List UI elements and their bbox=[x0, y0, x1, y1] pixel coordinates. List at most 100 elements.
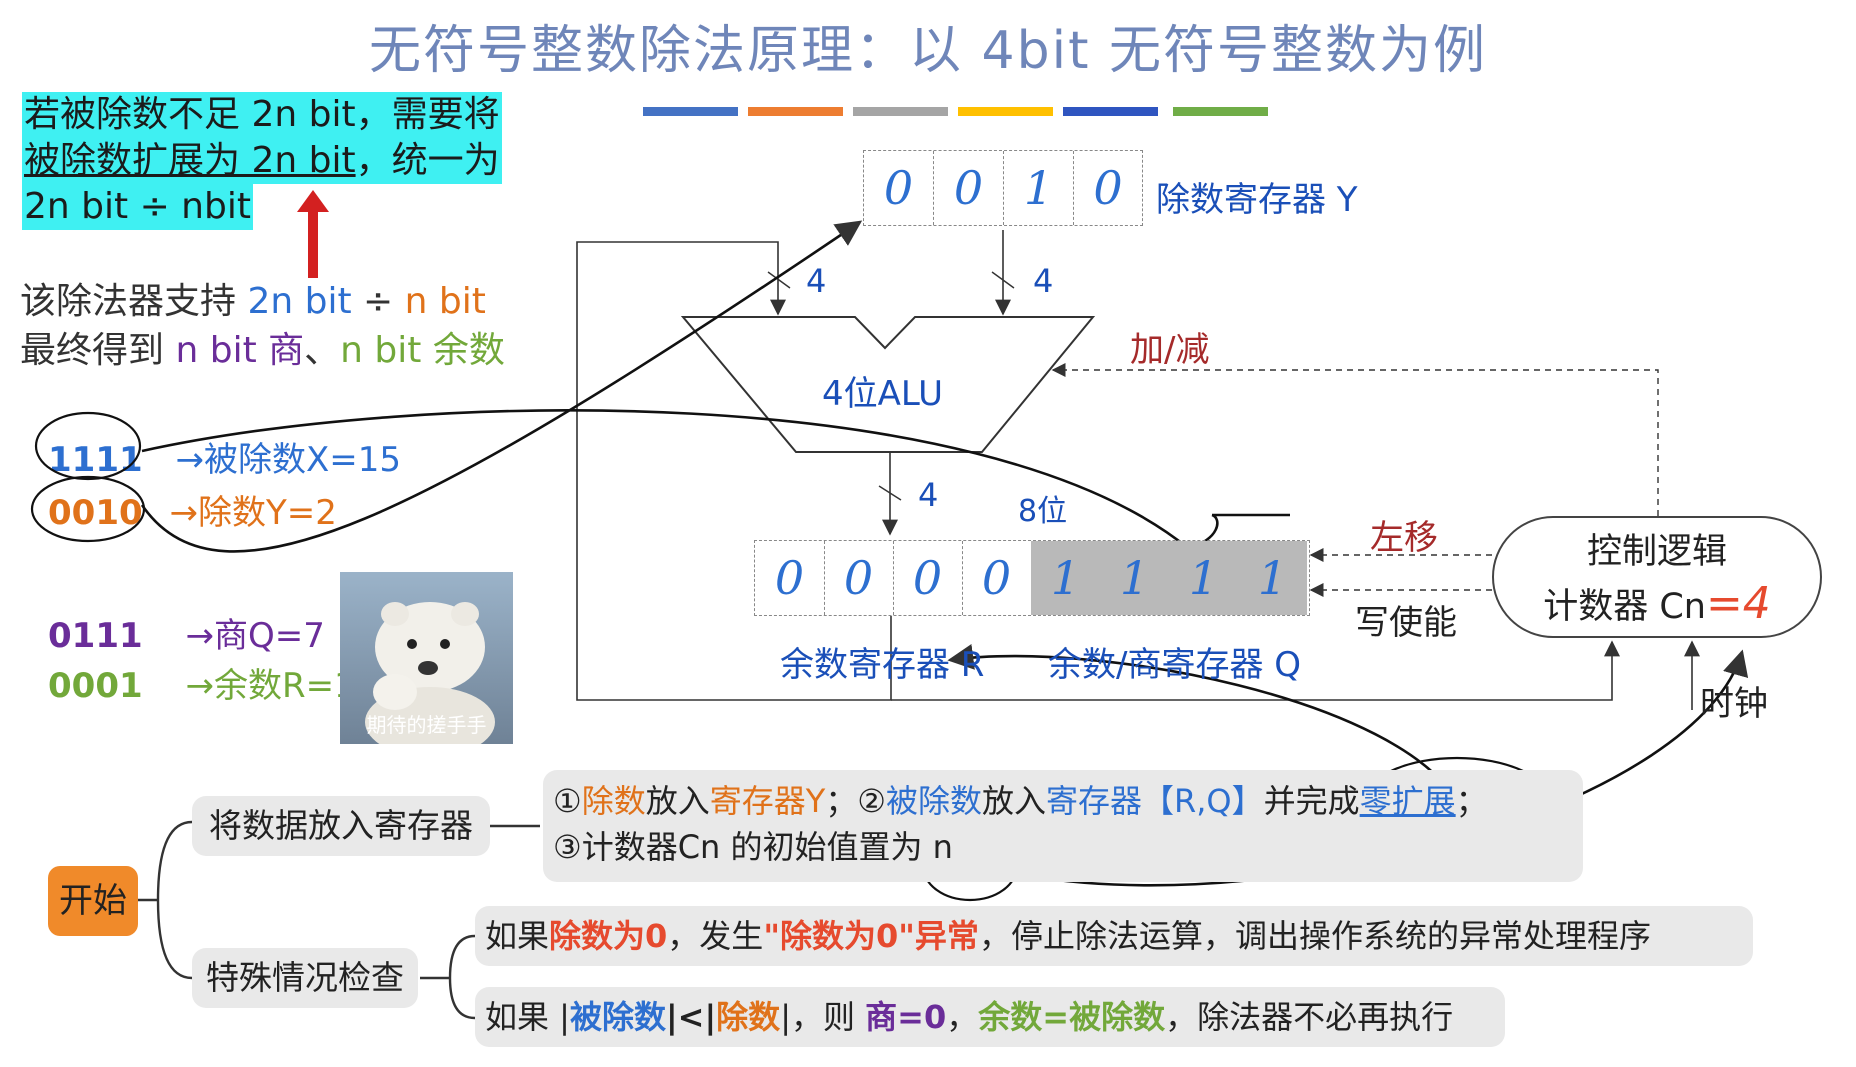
check-dividend-less: 如果 |被除数|<|除数|，则 商=0，余数=被除数，除法器不必再执行 bbox=[475, 987, 1505, 1047]
page-title: 无符号整数除法原理：以 4bit 无符号整数为例 bbox=[369, 21, 1487, 81]
color-bar-darkblue bbox=[1063, 107, 1158, 116]
example-dividend: 1111 →被除数X=15 bbox=[48, 432, 401, 481]
write-enable-label: 写使能 bbox=[1355, 603, 1457, 643]
support-result-prefix: 最终得到 bbox=[20, 330, 176, 371]
y-cell-0: 0 bbox=[864, 151, 934, 225]
check1-if: 如果 bbox=[485, 917, 550, 955]
y-cell-1: 0 bbox=[934, 151, 1004, 225]
r-cell-2: 0 bbox=[893, 541, 963, 615]
annotation-circle-divisor bbox=[30, 475, 146, 543]
annotation-curve-rq bbox=[947, 644, 1459, 803]
q-cell-1: 1 bbox=[1100, 541, 1170, 615]
start-node: 开始 bbox=[48, 866, 138, 936]
alu-in-width-right: 4 bbox=[1033, 262, 1054, 300]
support-2n-bit: 2n bit bbox=[247, 281, 352, 322]
check2-quotient-zero: 商=0 bbox=[865, 998, 947, 1036]
r-cell-0: 0 bbox=[755, 541, 825, 615]
load-put: 放入 bbox=[645, 782, 710, 820]
load-complete: 并完成 bbox=[1263, 782, 1360, 820]
check1-exception: "除数为0"异常 bbox=[763, 917, 979, 955]
divisor-register-label: 除数寄存器 Y bbox=[1156, 180, 1358, 220]
alu-out-width: 4 bbox=[918, 476, 939, 514]
polar-bear-meme-image: 期待的搓手手 bbox=[340, 572, 513, 757]
check-divisor-zero: 如果除数为0，发生"除数为0"异常，停止除法运算，调出操作系统的异常处理程序 bbox=[475, 906, 1753, 966]
support-div-op: ÷ bbox=[351, 281, 405, 322]
load-zero-extend: 零扩展 bbox=[1359, 782, 1456, 820]
rq-register: 0 0 0 0 1 1 1 1 bbox=[754, 540, 1310, 616]
step-load-detail: ①除数放入寄存器Y；②被除数放入寄存器【R,Q】并完成零扩展； ③计数器Cn 的… bbox=[543, 770, 1583, 882]
check1-action: ，停止除法运算，调出操作系统的异常处理程序 bbox=[978, 917, 1651, 955]
annotation-curve-divisor bbox=[140, 220, 863, 553]
color-bar-blue bbox=[643, 107, 738, 116]
load-num-1: ① bbox=[553, 782, 582, 820]
load-dividend: 被除数 bbox=[885, 782, 982, 820]
divisor-desc: →除数Y=2 bbox=[169, 493, 337, 533]
polar-bear-illustration bbox=[365, 602, 495, 757]
check2-comma: ， bbox=[946, 998, 979, 1036]
load-put-2: 放入 bbox=[982, 782, 1047, 820]
load-num-2: ；② bbox=[825, 782, 886, 820]
example-quotient: 0111 →商Q=7 bbox=[48, 608, 325, 657]
r-cell-1: 0 bbox=[824, 541, 894, 615]
annotation-circle-dividend bbox=[34, 411, 142, 481]
alu-label: 4位ALU bbox=[822, 374, 944, 414]
load-end: ； bbox=[1455, 782, 1488, 820]
bus-slash-left bbox=[767, 271, 791, 289]
check2-dividend: 被除数 bbox=[569, 998, 666, 1036]
remainder-register-label: 余数寄存器 R bbox=[780, 645, 985, 685]
wire-to-control bbox=[891, 640, 1620, 701]
note-line-2b: ，统一为 bbox=[355, 140, 500, 181]
counter-value: =4 bbox=[1705, 578, 1771, 629]
note-line-1: 若被除数不足 2n bit，需要将 bbox=[22, 92, 502, 138]
dividend-bits: 1111 bbox=[48, 440, 143, 480]
add-sub-label: 加/减 bbox=[1130, 330, 1210, 370]
check2-then: |，则 bbox=[780, 998, 866, 1036]
note-line-2a: 被除数扩展为 2n bit bbox=[24, 140, 356, 181]
clock-label: 时钟 bbox=[1700, 684, 1768, 724]
shift-left-label: 左移 bbox=[1370, 518, 1438, 558]
color-bar-yellow bbox=[958, 107, 1053, 116]
quotient-bits: 0111 bbox=[48, 616, 143, 656]
support-prefix: 该除法器支持 bbox=[20, 281, 248, 322]
divisor-register-y: 0 0 1 0 bbox=[863, 150, 1143, 226]
quotient-desc: →商Q=7 bbox=[185, 616, 325, 656]
load-reg-rq: 寄存器【R,Q】 bbox=[1046, 782, 1264, 820]
flow-bracket-check bbox=[420, 934, 476, 1020]
step-special-check: 特殊情况检查 bbox=[192, 948, 418, 1008]
wire-r-feedback bbox=[576, 241, 892, 701]
check2-divisor: 除数 bbox=[716, 998, 781, 1036]
bus-slash-out bbox=[878, 485, 902, 501]
wire-add-sub bbox=[1051, 363, 1659, 516]
check2-lt: |<| bbox=[665, 998, 717, 1036]
control-logic-unit: 控制逻辑 计数器 Cn=4 bbox=[1492, 516, 1822, 638]
divisor-bits: 0010 bbox=[48, 493, 143, 533]
alu-shape bbox=[680, 316, 1096, 453]
y-cell-2: 1 bbox=[1004, 151, 1074, 225]
extension-note: 若被除数不足 2n bit，需要将 被除数扩展为 2n bit，统一为 2n b… bbox=[22, 92, 502, 230]
check2-end: ，除法器不必再执行 bbox=[1165, 998, 1454, 1036]
example-remainder: 0001 →余数R=1 bbox=[48, 658, 356, 707]
step-load-registers: 将数据放入寄存器 bbox=[192, 796, 490, 856]
support-remainder: n bit 余数 bbox=[340, 330, 505, 371]
remainder-bits: 0001 bbox=[48, 666, 143, 706]
q-cell-2: 1 bbox=[1169, 541, 1239, 615]
support-n-bit: n bit bbox=[404, 281, 486, 322]
flow-bracket-main bbox=[138, 820, 193, 980]
quotient-register-label: 余数/商寄存器 Q bbox=[1048, 645, 1302, 685]
remainder-desc: →余数R=1 bbox=[185, 666, 356, 706]
meme-caption: 期待的搓手手 bbox=[366, 713, 487, 737]
color-bar-orange bbox=[748, 107, 843, 116]
dividend-desc: →被除数X=15 bbox=[175, 440, 401, 480]
r-cell-3: 0 bbox=[962, 541, 1032, 615]
load-counter-init: ③计数器Cn 的初始值置为 n bbox=[553, 828, 953, 866]
y-cell-3: 0 bbox=[1093, 161, 1123, 215]
counter-label: 计数器 Cn bbox=[1543, 587, 1706, 627]
divider-support-text: 该除法器支持 2n bit ÷ n bit 最终得到 n bit 商、n bit… bbox=[20, 277, 505, 375]
note-line-3: 2n bit ÷ nbit bbox=[22, 184, 253, 230]
check2-if: 如果 | bbox=[485, 998, 570, 1036]
q-cell-0: 1 bbox=[1031, 541, 1101, 615]
color-bar-green bbox=[1173, 107, 1268, 116]
load-divisor: 除数 bbox=[581, 782, 646, 820]
check1-divisor-zero: 除数为0 bbox=[549, 917, 668, 955]
